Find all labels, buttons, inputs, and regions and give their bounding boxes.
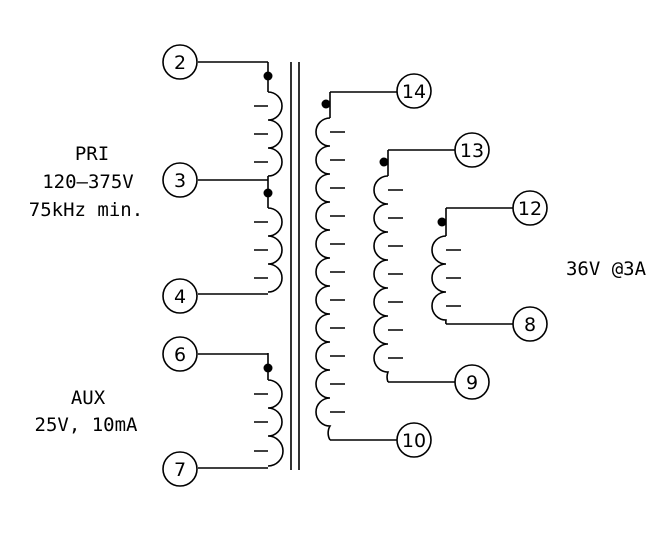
secondary-winding-14-10 xyxy=(315,92,345,441)
pin-13: 13 xyxy=(454,132,490,168)
pin-10: 10 xyxy=(396,422,432,458)
output-label: 36V @3A xyxy=(566,258,647,280)
primary-label-line-1: PRI xyxy=(75,143,109,165)
secondary-winding-12-8 xyxy=(431,208,461,325)
primary-polarity-dot xyxy=(263,71,273,81)
aux-label: AUX 25V, 10mA xyxy=(35,387,139,436)
pin-12: 12 xyxy=(512,190,548,226)
pin-6: 6 xyxy=(162,336,198,372)
svg-text:9: 9 xyxy=(466,372,478,394)
svg-text:7: 7 xyxy=(174,459,186,481)
primary-label-line-3: 75kHz min. xyxy=(29,199,143,221)
aux-label-line-2: 25V, 10mA xyxy=(35,414,139,436)
svg-text:14: 14 xyxy=(402,81,426,103)
pin-7: 7 xyxy=(162,451,198,487)
aux-label-line-1: AUX xyxy=(71,387,106,409)
primary-winding xyxy=(254,62,283,293)
svg-text:12: 12 xyxy=(518,198,542,220)
svg-text:8: 8 xyxy=(524,314,536,336)
svg-text:4: 4 xyxy=(174,286,186,308)
svg-text:6: 6 xyxy=(174,344,186,366)
transformer-core xyxy=(290,62,300,470)
svg-text:10: 10 xyxy=(402,430,426,452)
svg-text:13: 13 xyxy=(460,140,484,162)
aux-polarity-dot xyxy=(263,363,273,373)
secondary-14-polarity-dot xyxy=(321,99,331,109)
pin-14: 14 xyxy=(396,73,432,109)
pin-3: 3 xyxy=(162,162,198,198)
svg-text:2: 2 xyxy=(174,52,186,74)
pin-4: 4 xyxy=(162,278,198,314)
primary-label-line-2: 120–375V xyxy=(42,171,134,193)
lead-wires xyxy=(198,61,514,469)
secondary-12-polarity-dot xyxy=(437,217,447,227)
pin-8: 8 xyxy=(512,306,548,342)
svg-text:3: 3 xyxy=(174,170,186,192)
pin-9: 9 xyxy=(454,364,490,400)
primary-label: PRI 120–375V 75kHz min. xyxy=(29,143,143,221)
secondary-winding-13-9 xyxy=(373,150,403,383)
pin-2: 2 xyxy=(162,44,198,80)
secondary-13-polarity-dot xyxy=(379,157,389,167)
aux-winding xyxy=(254,353,284,467)
primary-center-polarity-dot xyxy=(263,188,273,198)
